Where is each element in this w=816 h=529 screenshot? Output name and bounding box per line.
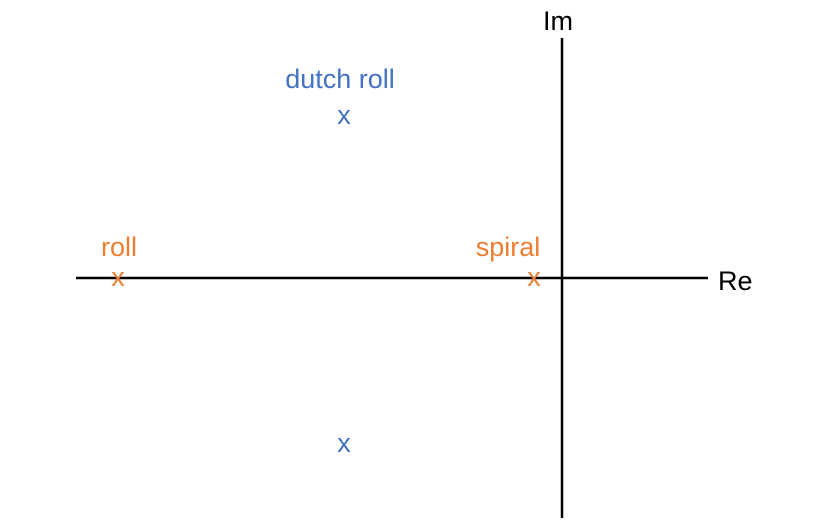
mode-label-spiral: spiral xyxy=(476,232,541,262)
mode-label-roll: roll xyxy=(101,232,137,262)
pole-marker-dutch-roll-upper: x xyxy=(337,100,351,130)
pole-marker-spiral: x xyxy=(527,262,541,292)
mode-label-dutch-roll: dutch roll xyxy=(285,64,395,94)
imag-axis-label: Im xyxy=(543,6,573,36)
real-axis-label: Re xyxy=(718,266,753,296)
pole-marker-dutch-roll-lower: x xyxy=(337,428,351,458)
pole-marker-roll: x xyxy=(111,262,125,292)
